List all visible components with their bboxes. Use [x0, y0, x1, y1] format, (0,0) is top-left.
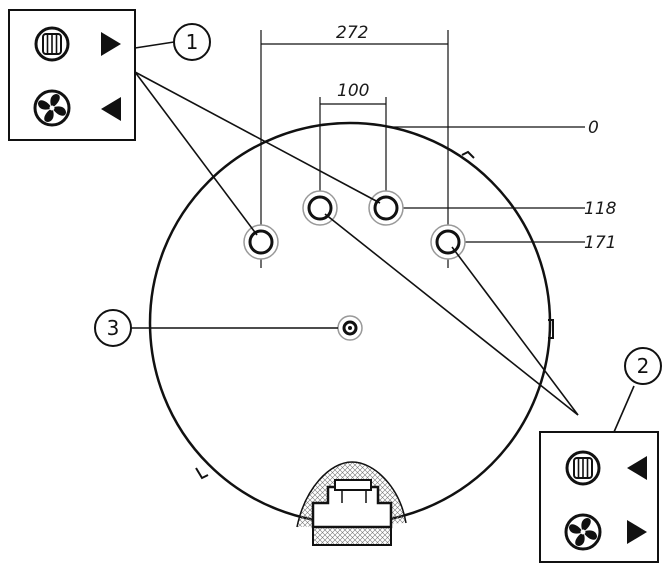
arrow-left-icon	[627, 456, 647, 480]
leaders-group-2	[324, 213, 635, 433]
body-tab	[548, 319, 554, 339]
arrow-right-icon	[101, 32, 121, 56]
leaders-group-1	[134, 41, 381, 236]
arrow-left-icon	[101, 97, 121, 121]
level-171-label: 171	[584, 233, 616, 253]
port-left	[243, 224, 279, 260]
radiator-icon	[34, 26, 70, 62]
level-118-label: 118	[584, 199, 617, 219]
bottom-flange	[296, 461, 407, 546]
level-0-label: 0	[588, 118, 599, 138]
arrow-right-icon	[627, 520, 647, 544]
svg-text:1: 1	[186, 30, 199, 54]
port-inner-right	[368, 190, 404, 226]
dimension-100-label: 100	[337, 81, 369, 101]
callout-2: 2	[624, 347, 662, 385]
legend-box-2	[539, 431, 659, 563]
callout-1: 1	[173, 23, 211, 61]
fan-icon	[33, 89, 71, 127]
fan-icon	[564, 513, 602, 551]
svg-text:3: 3	[107, 316, 120, 340]
dimension-100: 100	[319, 81, 387, 208]
dimension-272-label: 272	[336, 23, 368, 43]
body-tab	[195, 467, 209, 480]
port-right	[430, 224, 466, 260]
callout-3: 3	[94, 309, 132, 347]
radiator-icon	[565, 450, 601, 486]
legend-box-1	[8, 9, 136, 141]
svg-text:2: 2	[637, 354, 650, 378]
body-tab	[461, 150, 475, 159]
sensor-port	[337, 315, 363, 341]
